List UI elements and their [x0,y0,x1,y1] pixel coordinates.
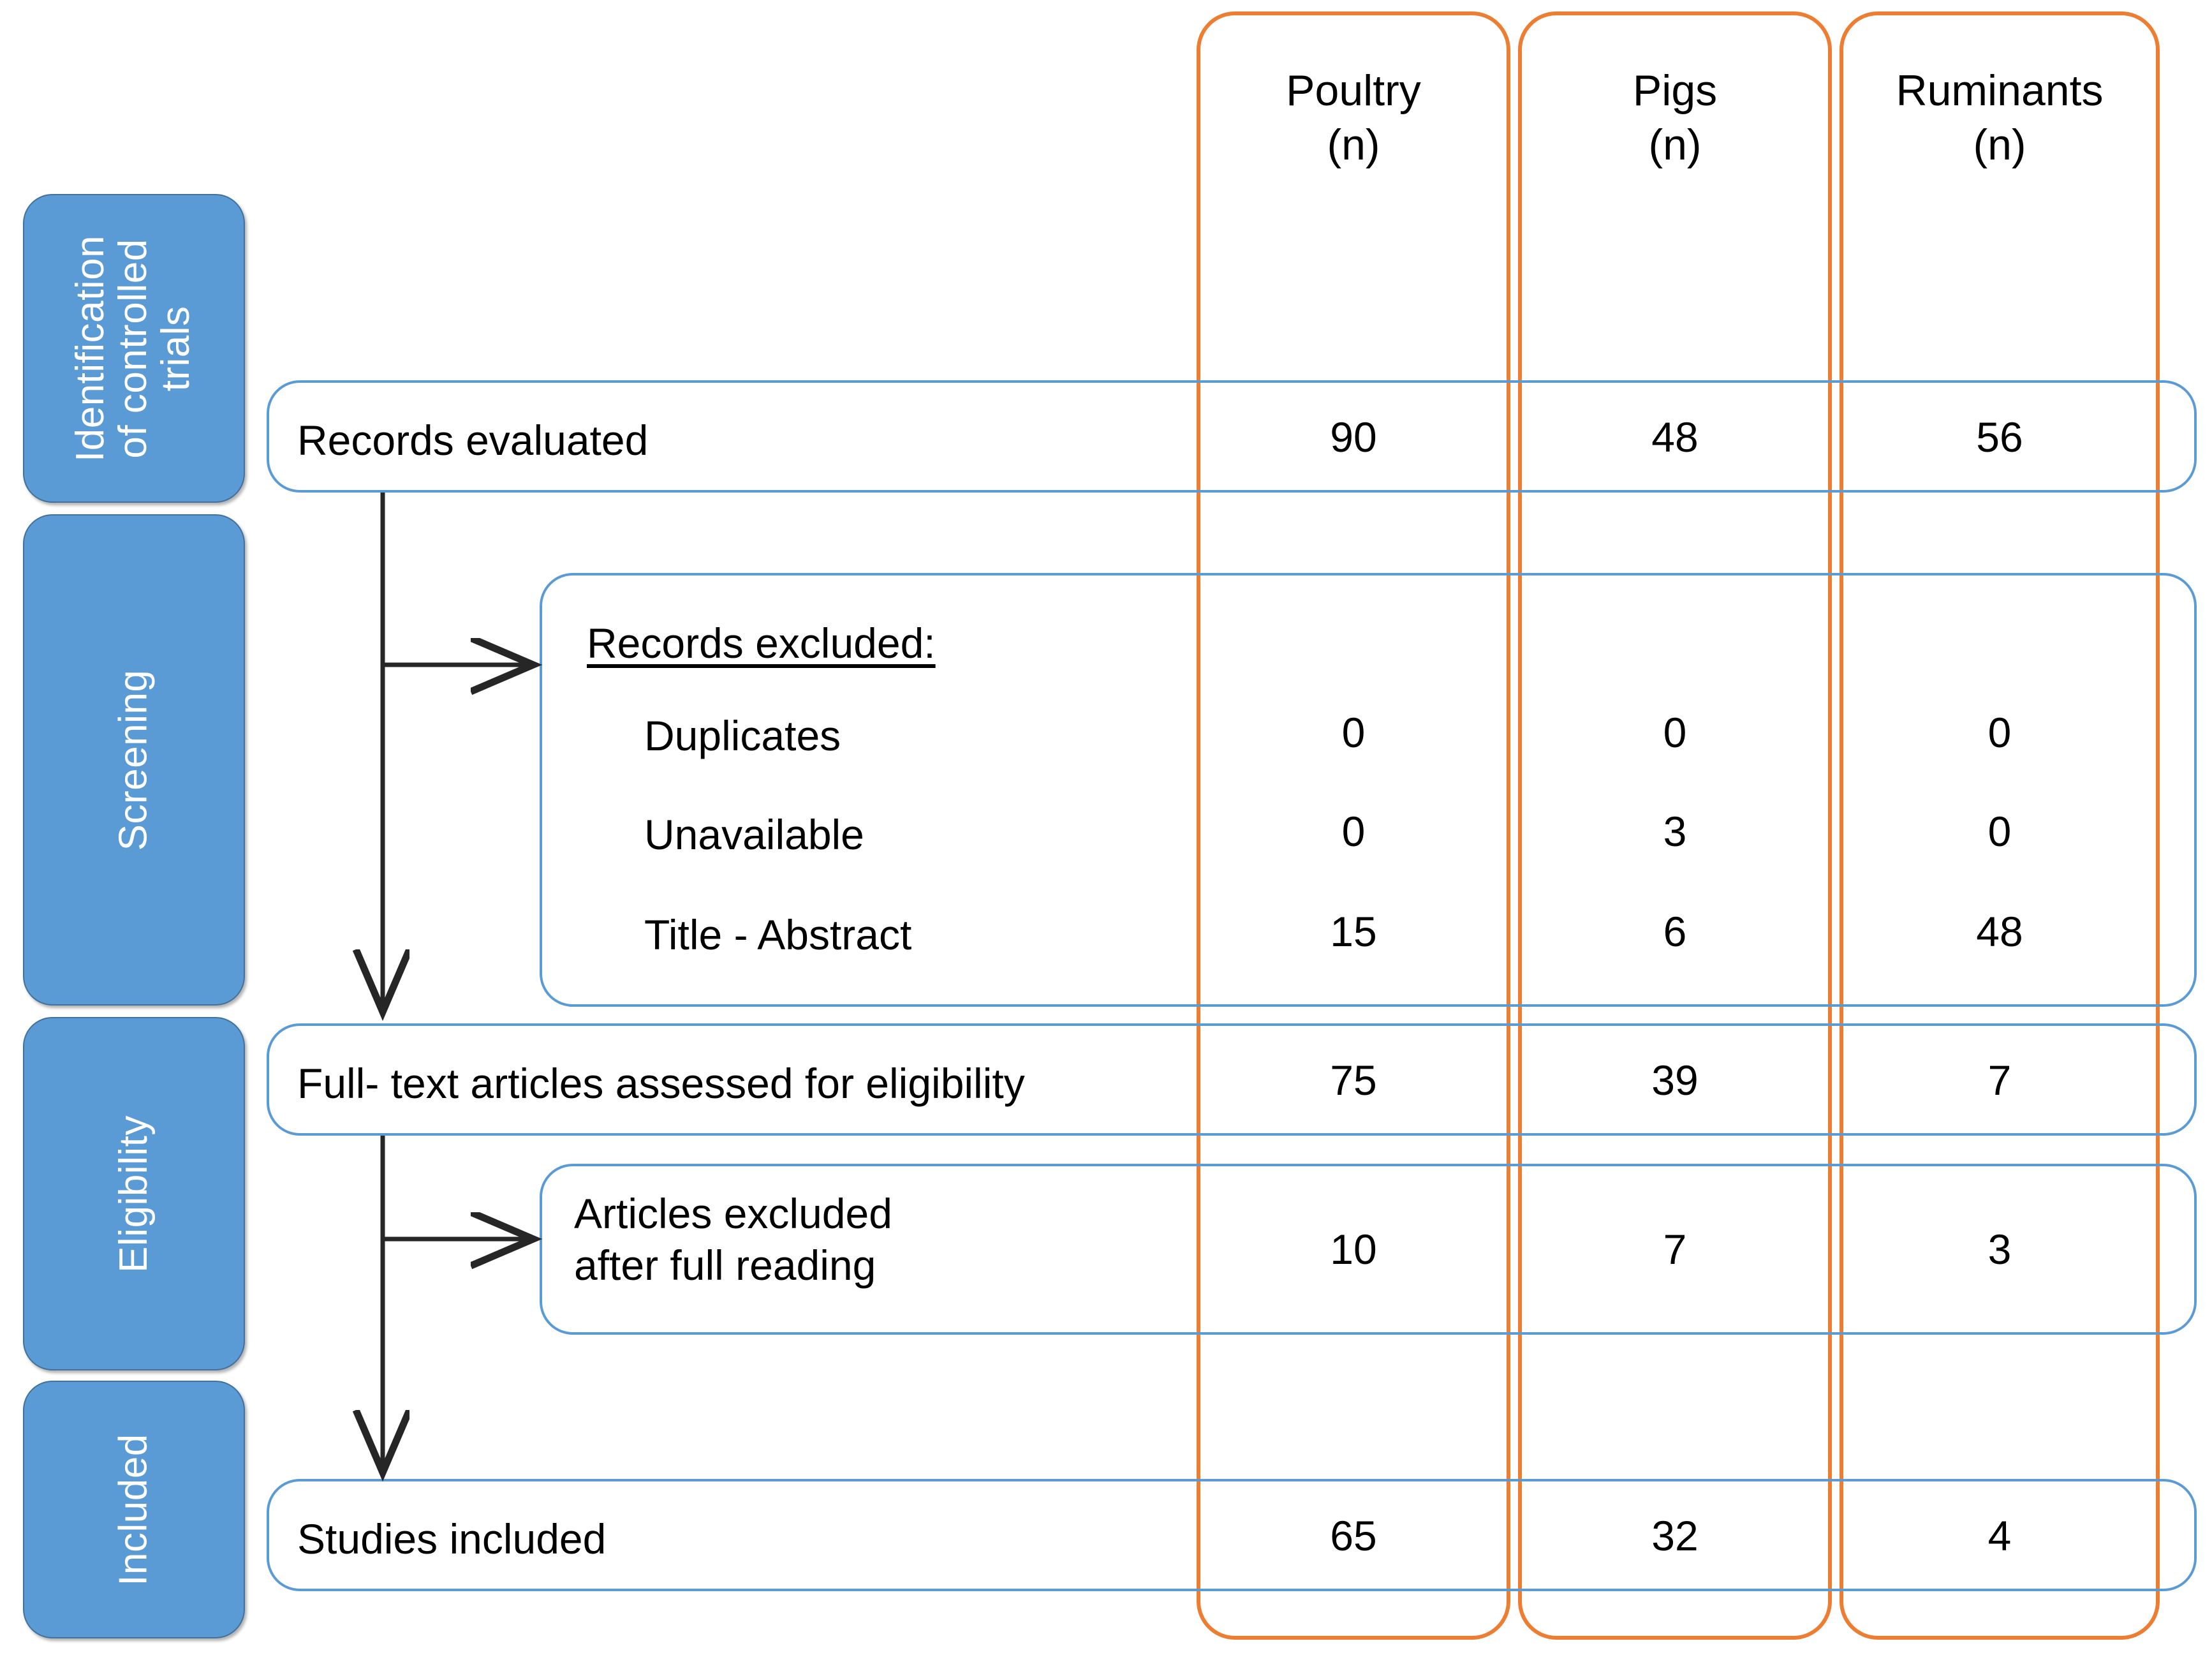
value-title-abstract-pigs: 6 [1663,908,1687,955]
value-articles-excluded-poultry: 10 [1330,1226,1377,1273]
phase-label-included: Included [111,1433,156,1586]
value-studies-included-ruminants: 4 [1987,1512,2012,1559]
value-title-abstract-poultry: 15 [1330,908,1377,955]
column-header-pigs: Pigs (n) [1632,66,1718,169]
value-duplicates-poultry: 0 [1341,709,1366,756]
label-records-excluded-duplicates: Duplicates [644,712,841,759]
value-records-evaluated-poultry: 90 [1330,413,1377,461]
value-unavailable-poultry: 0 [1341,808,1366,855]
column-ruminants [1840,11,2160,1640]
value-duplicates-pigs: 0 [1663,709,1687,756]
value-unavailable-ruminants: 0 [1987,808,2012,855]
value-studies-included-pigs: 32 [1651,1512,1699,1559]
value-articles-excluded-ruminants: 3 [1987,1226,2012,1273]
label-records-excluded-unavailable: Unavailable [644,811,864,858]
value-fulltext-assessed-ruminants: 7 [1987,1057,2012,1104]
value-fulltext-assessed-poultry: 75 [1330,1057,1377,1104]
phase-included: Included [23,1381,245,1638]
column-pigs [1518,11,1832,1640]
label-records-excluded-title-abstract: Title - Abstract [644,911,912,958]
value-unavailable-pigs: 3 [1663,808,1687,855]
box-studies-included [267,1479,2197,1591]
box-records-excluded [540,573,2197,1007]
value-studies-included-poultry: 65 [1330,1512,1377,1559]
value-articles-excluded-pigs: 7 [1663,1226,1687,1273]
box-records-evaluated [267,380,2197,493]
value-records-evaluated-ruminants: 56 [1976,413,2023,461]
label-studies-included: Studies included [297,1515,607,1562]
box-fulltext-assessed [267,1023,2197,1136]
label-records-evaluated: Records evaluated [297,417,649,464]
column-poultry [1197,11,1510,1640]
value-title-abstract-ruminants: 48 [1976,908,2023,955]
phase-label-identification: Identification of controlled trials [68,235,198,462]
value-records-evaluated-pigs: 48 [1651,413,1699,461]
phase-label-eligibility: Eligibility [111,1115,156,1273]
value-duplicates-ruminants: 0 [1987,709,2012,756]
phase-screening: Screening [23,514,245,1006]
label-fulltext-assessed: Full- text articles assessed for eligibi… [297,1060,1025,1107]
column-header-poultry: Poultry (n) [1286,66,1421,169]
label-articles-excluded: Articles excluded after full reading [574,1190,892,1289]
value-fulltext-assessed-pigs: 39 [1651,1057,1699,1104]
column-header-ruminants: Ruminants (n) [1896,66,2104,169]
phase-eligibility: Eligibility [23,1017,245,1370]
label-records-excluded-title: Records excluded: [587,620,936,667]
phase-label-screening: Screening [111,669,156,850]
phase-identification: Identification of controlled trials [23,194,245,503]
